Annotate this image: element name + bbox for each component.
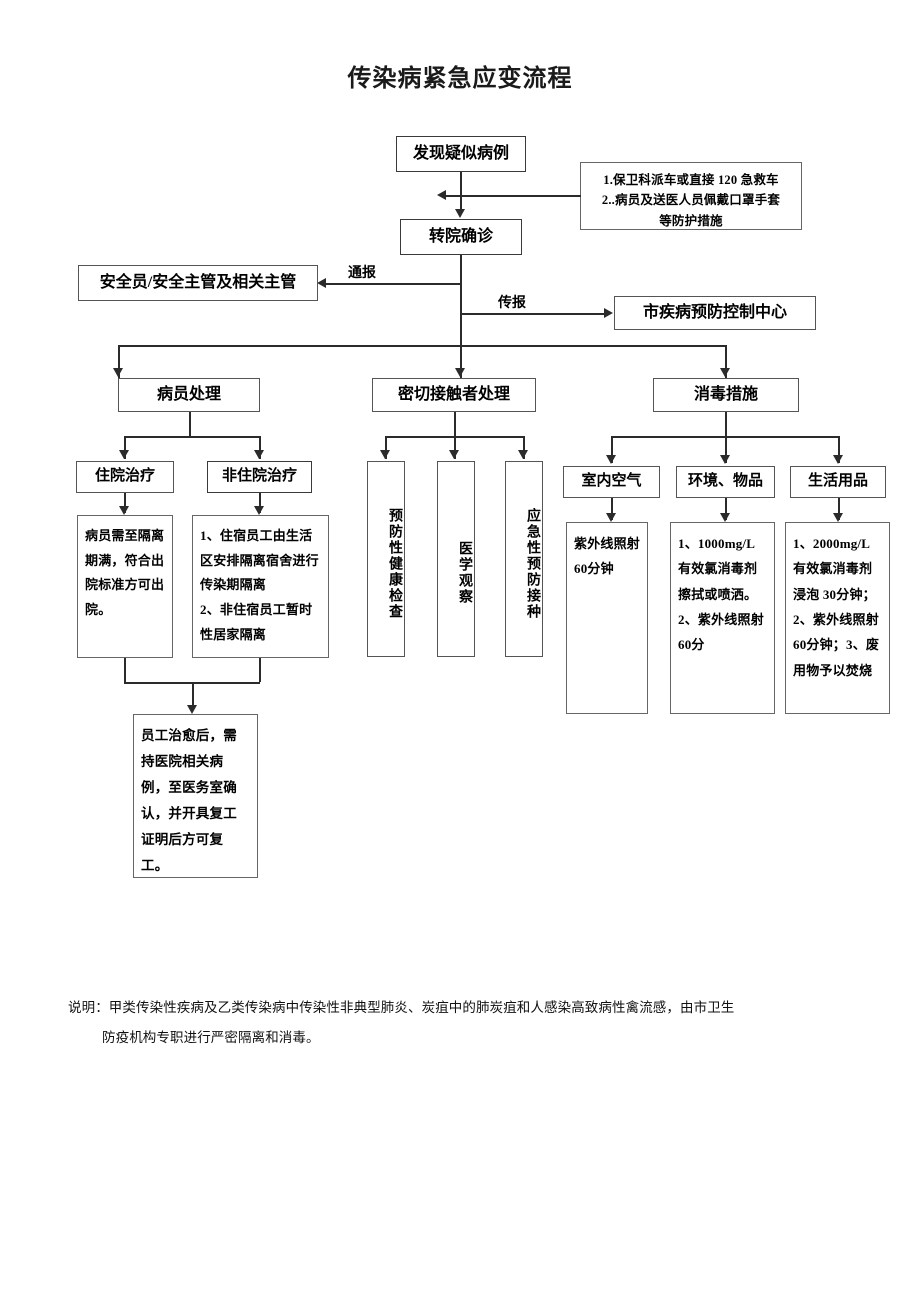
arrowhead-environment-detail: [720, 513, 730, 522]
branch-drop-inpatient: [124, 436, 126, 459]
branch-bar-patient: [124, 436, 260, 438]
arrowhead-vaccination: [518, 450, 528, 459]
node-discover-case[interactable]: 发现疑似病例: [396, 136, 526, 172]
arrowhead-contact-branch: [455, 368, 465, 377]
branch-drop-vaccination: [523, 436, 525, 459]
node-close-contact-handling[interactable]: 密切接触者处理: [372, 378, 536, 412]
arrowhead-patient-branch: [113, 368, 123, 377]
arrowhead-air-detail: [606, 513, 616, 522]
connector-patient-stem: [189, 412, 191, 436]
arrowhead-indoor-air: [606, 455, 616, 464]
connector-discover-to-transfer: [460, 172, 462, 214]
branch-drop-contact: [460, 345, 462, 378]
footnote-line-2: 防疫机构专职进行严密隔离和消毒。: [102, 1030, 320, 1046]
note-transport-protection: 1.保卫科派车或直接 120 急救车 2..病员及送医人员佩戴口罩手套 等防护措…: [580, 162, 802, 230]
arrowhead-outpatient-detail: [254, 506, 264, 515]
detail-return-to-work: 员工治愈后，需持医院相关病例，至医务室确认，并开具复工证明后方可复工。: [133, 714, 258, 878]
node-disinfection-measures[interactable]: 消毒措施: [653, 378, 799, 412]
branch-drop-health-check: [385, 436, 387, 459]
connector-report: [460, 313, 608, 315]
arrowhead-report: [604, 308, 613, 318]
arrowhead-notify: [317, 278, 326, 288]
node-inpatient-treatment[interactable]: 住院治疗: [76, 461, 174, 493]
connector-air-detail: [611, 498, 613, 520]
page-title: 传染病紧急应变流程: [347, 66, 573, 92]
edge-label-report: 传报: [498, 296, 526, 311]
connector-merge-to-return-to-work: [192, 682, 194, 710]
arrowhead-note-to-trunk: [437, 190, 446, 200]
node-preventive-health-check[interactable]: 预防性健康检查: [367, 461, 405, 657]
arrowhead-discover-to-transfer: [455, 209, 465, 218]
node-transfer-confirm[interactable]: 转院确诊: [400, 219, 522, 255]
branch-drop-necessities: [838, 436, 840, 463]
connector-outpatient-detail: [259, 493, 261, 513]
connector-note-to-trunk: [445, 195, 581, 197]
branch-drop-observation: [454, 436, 456, 459]
node-cdc-center[interactable]: 市疾病预防控制中心: [614, 296, 816, 330]
arrowhead-health-check: [380, 450, 390, 459]
node-safety-officer[interactable]: 安全员/安全主管及相关主管: [78, 265, 318, 301]
connector-disinfection-stem: [725, 412, 727, 436]
footnote-line-1: 说明：甲类传染性疾病及乙类传染病中传染性非典型肺炎、炭疽中的肺炭疽和人感染高致病…: [68, 1000, 735, 1015]
arrowhead-environment: [720, 455, 730, 464]
node-daily-necessities[interactable]: 生活用品: [790, 466, 886, 498]
connector-inpatient-merge-stem: [124, 658, 126, 682]
branch-drop-environment: [725, 436, 727, 463]
node-emergency-vaccination[interactable]: 应急性预防接种: [505, 461, 543, 657]
connector-environment-detail: [725, 498, 727, 520]
arrowhead-observation: [449, 450, 459, 459]
arrowhead-outpatient: [254, 450, 264, 459]
node-medical-observation[interactable]: 医学观察: [437, 461, 475, 657]
detail-daily-necessities: 1、2000mg/L有效氯消毒剂浸泡 30分钟；2、紫外线照射 60分钟；3、废…: [785, 522, 890, 714]
detail-inpatient-discharge: 病员需至隔离期满，符合出院标准方可出院。: [77, 515, 173, 658]
connector-notify: [325, 283, 461, 285]
arrowhead-necessities: [833, 455, 843, 464]
arrowhead-necessities-detail: [833, 513, 843, 522]
footnote: 说明：甲类传染性疾病及乙类传染病中传染性非典型肺炎、炭疽中的肺炭疽和人感染高致病…: [68, 993, 868, 1054]
detail-outpatient-isolation: 1、住宿员工由生活区安排隔离宿舍进行传染期隔离 2、非住宿员工暂时性居家隔离: [192, 515, 329, 658]
connector-transfer-trunk: [460, 255, 462, 362]
arrowhead-disinfection-branch: [720, 368, 730, 377]
edge-label-notify: 通报: [348, 266, 376, 281]
arrowhead-return-to-work: [187, 705, 197, 714]
node-indoor-air[interactable]: 室内空气: [563, 466, 660, 498]
branch-drop-indoor-air: [611, 436, 613, 463]
arrowhead-inpatient-detail: [119, 506, 129, 515]
branch-drop-disinfection: [725, 345, 727, 378]
node-environment-items[interactable]: 环境、物品: [676, 466, 775, 498]
detail-environment-items: 1、1000mg/L有效氯消毒剂擦拭或喷洒。2、紫外线照射 60分: [670, 522, 775, 714]
node-outpatient-treatment[interactable]: 非住院治疗: [207, 461, 312, 493]
node-patient-handling[interactable]: 病员处理: [118, 378, 260, 412]
connector-inpatient-detail: [124, 493, 126, 513]
connector-outpatient-merge-stem: [259, 658, 261, 682]
arrowhead-inpatient: [119, 450, 129, 459]
branch-drop-patient: [118, 345, 120, 378]
connector-contact-stem: [454, 412, 456, 436]
branch-drop-outpatient: [259, 436, 261, 459]
detail-indoor-air: 紫外线照射 60分钟: [566, 522, 648, 714]
branch-bar-main: [118, 345, 726, 347]
connector-necessities-detail: [838, 498, 840, 520]
